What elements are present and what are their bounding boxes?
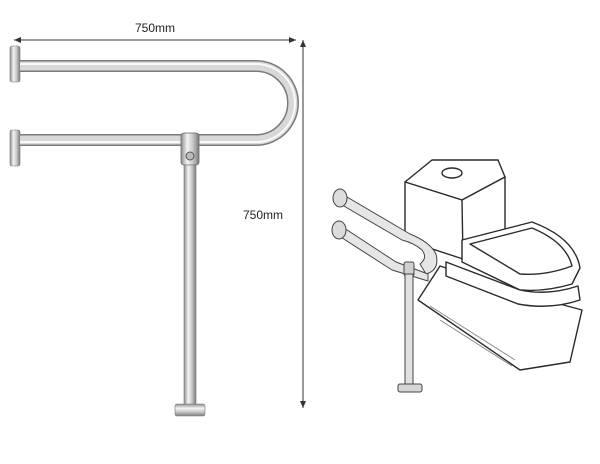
connector-screw-icon xyxy=(185,151,195,161)
u-tube-outline xyxy=(20,60,299,146)
toilet-with-grab-bar-icon xyxy=(331,159,583,393)
top-wall-flange xyxy=(9,45,21,83)
bowl-rim xyxy=(445,261,581,307)
floor-flange xyxy=(174,403,206,417)
bottom-wall-flange xyxy=(9,129,21,167)
height-dimension: 750mm xyxy=(243,40,306,408)
pedestal-shade xyxy=(429,305,516,361)
support-leg xyxy=(183,164,197,406)
pedestal-shade-2 xyxy=(439,319,513,367)
height-label: 750mm xyxy=(243,208,283,222)
u-tube xyxy=(20,61,298,145)
u-shaped-grab-bar-icon xyxy=(9,45,299,417)
mounted-grab-bar xyxy=(331,188,438,393)
u-tube-highlight xyxy=(20,63,296,143)
toilet-pedestal xyxy=(417,265,583,371)
width-label: 750mm xyxy=(135,21,175,35)
flush-button-icon xyxy=(441,167,463,179)
width-dimension: 750mm xyxy=(14,21,296,43)
seat-lid-top xyxy=(469,227,573,276)
